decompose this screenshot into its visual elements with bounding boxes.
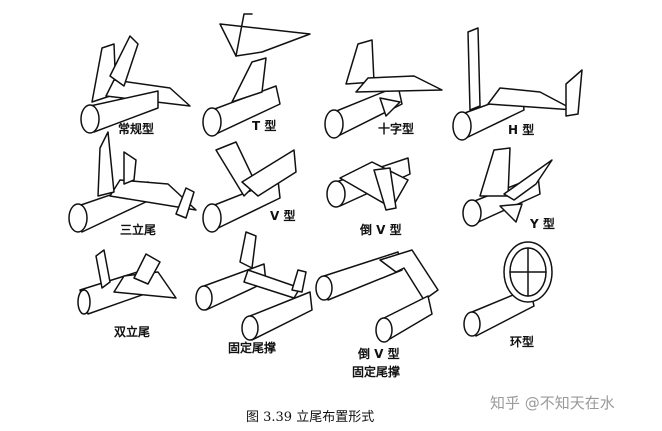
fuselage-nozzle — [202, 107, 222, 137]
fuselage-nozzle — [202, 203, 222, 233]
left-end-fin — [467, 27, 481, 111]
fuselage-nozzle — [452, 111, 472, 141]
horizontal-stabilizer-left — [109, 35, 139, 87]
fuselage-nozzle — [80, 104, 100, 134]
upper-v-surfaces — [479, 147, 511, 197]
label-fixed-boom: 固定尾撑 — [228, 340, 276, 355]
left-fin — [123, 151, 137, 185]
fuselage-nozzle — [77, 289, 91, 315]
label-t-tail: T 型 — [252, 118, 276, 133]
label-inverted-v: 倒 V 型 — [359, 222, 402, 237]
ventral-fin — [499, 203, 523, 223]
left-fin — [239, 231, 257, 269]
lower-fin — [379, 97, 401, 117]
tail-t: T 型 — [202, 13, 311, 137]
tail-y: Y 型 — [462, 147, 555, 231]
right-fin — [133, 253, 161, 285]
tail-cruciform: 十字型 — [324, 39, 443, 139]
lower-boom — [249, 291, 313, 341]
watermark: 知乎 @不知天在水 — [490, 394, 615, 412]
right-surface — [503, 159, 553, 201]
label-v-tail: V 型 — [270, 208, 295, 223]
label-inverted-v-boom-line1: 倒 V 型 — [357, 346, 400, 361]
figure-caption: 图 3.39 立尾布置形式 — [246, 410, 374, 425]
horizontal-stabilizer — [113, 271, 177, 299]
label-inverted-v-boom-line2: 固定尾撑 — [352, 364, 400, 379]
upper-boom — [203, 263, 267, 311]
right-fin — [291, 269, 307, 293]
upper-boom-nozzle — [315, 275, 333, 301]
label-h-tail: H 型 — [508, 122, 534, 137]
tail-inverted-v: 倒 V 型 — [326, 157, 411, 237]
label-conventional: 常规型 — [118, 121, 154, 136]
lower-boom-nozzle — [241, 315, 259, 341]
label-cruciform: 十字型 — [378, 121, 414, 136]
fuselage-nozzle — [462, 199, 482, 227]
fuselage-nozzle — [324, 109, 344, 139]
tail-fixed-boom: 固定尾撑 — [195, 231, 313, 355]
t-horizontal-stabilizer — [219, 23, 311, 57]
horizontal-stabilizer — [109, 179, 197, 211]
fuselage-nozzle — [463, 311, 481, 337]
right-end-fin — [565, 69, 583, 117]
horizontal-stabilizer — [487, 87, 575, 111]
vertical-fin — [231, 57, 267, 103]
tail-h: H 型 — [452, 27, 583, 141]
tail-ring: 环型 — [463, 241, 553, 349]
center-fin — [97, 131, 115, 197]
right-v-surface — [241, 149, 297, 197]
lower-boom-nozzle — [375, 317, 393, 343]
left-ventral-surface — [373, 167, 397, 211]
tail-twin-fin: 双立尾 — [77, 249, 177, 339]
label-triple-fin: 三立尾 — [120, 222, 156, 237]
horizontal-stabilizer — [243, 269, 301, 299]
tail-inverted-v-boom: 倒 V 型 固定尾撑 — [315, 249, 439, 379]
left-fin — [95, 249, 111, 289]
tail-triple-fin: 三立尾 — [68, 131, 197, 237]
right-fin — [175, 187, 195, 219]
label-ring-tail: 环型 — [510, 334, 534, 349]
upper-boom-nozzle — [195, 285, 213, 311]
tail-conventional: 常规型 — [80, 35, 191, 136]
tail-v: V 型 — [202, 141, 297, 233]
fuselage-nozzle — [326, 180, 346, 208]
label-twin-fin: 双立尾 — [114, 324, 150, 339]
fuselage-nozzle — [68, 203, 88, 233]
label-y-tail: Y 型 — [529, 216, 555, 231]
horizontal-stabilizer — [355, 75, 443, 93]
